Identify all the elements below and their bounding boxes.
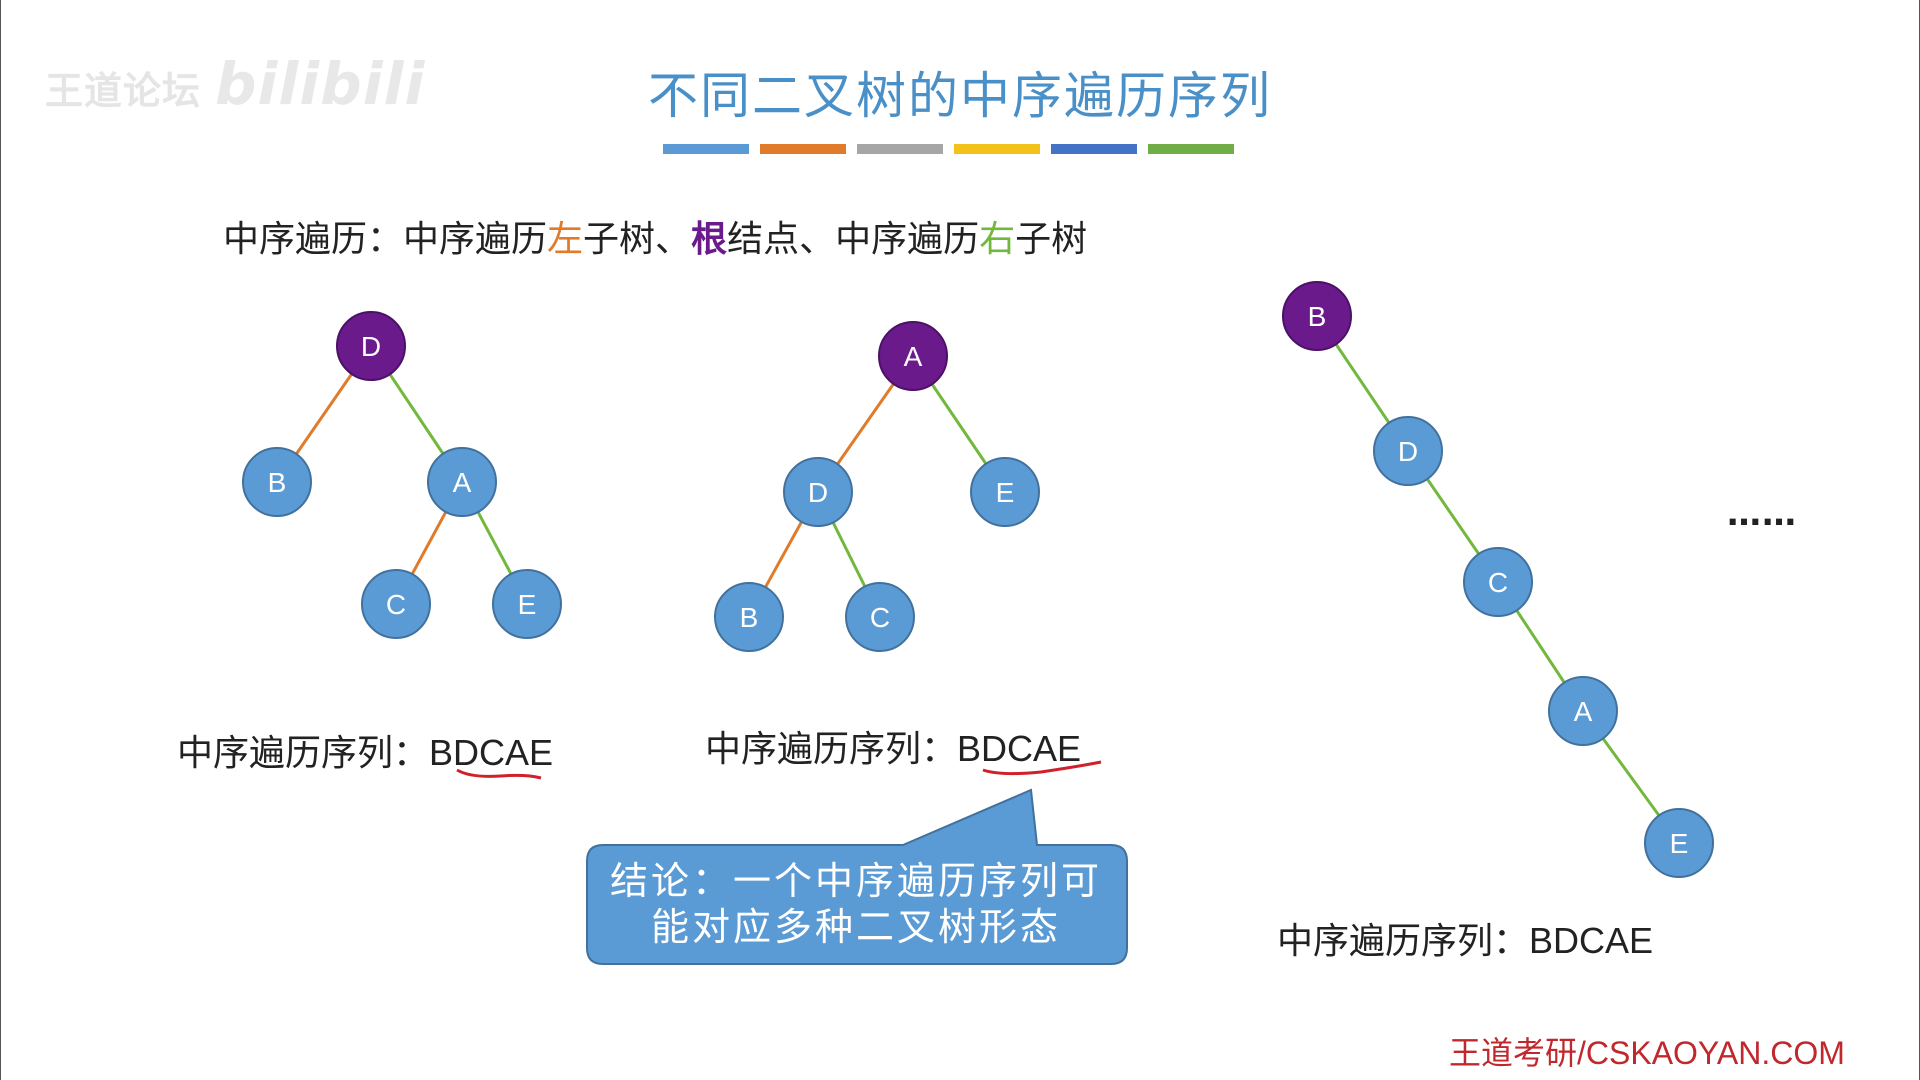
root-node-circle	[336, 311, 406, 381]
sequence-label: 中序遍历序列：	[177, 733, 430, 774]
sequence-tree-1: 中序遍历序列：BDCAE	[177, 724, 553, 776]
tree-node: D	[1373, 416, 1443, 486]
color-bar-segment	[857, 144, 943, 154]
color-bar-segment	[1051, 144, 1137, 154]
node-label: D	[361, 331, 381, 362]
root-node-circle	[1282, 281, 1352, 351]
tree-node: D	[336, 311, 406, 381]
node-label: B	[1308, 301, 1327, 332]
node-label: C	[386, 589, 406, 620]
node-label: B	[268, 467, 287, 498]
watermark-brand: bilibili	[215, 50, 426, 118]
node-label: E	[996, 477, 1015, 508]
tree-node: D	[783, 457, 853, 527]
tree-node: E	[1644, 808, 1714, 878]
node-label: A	[904, 341, 923, 372]
tree-node: E	[492, 569, 562, 639]
color-bar-segment	[663, 144, 749, 154]
slide-title: 不同二叉树的中序遍历序列	[648, 67, 1272, 125]
tree-node: C	[1463, 547, 1533, 617]
rule-part2: 子树、	[583, 219, 692, 260]
tree-node: A	[427, 447, 497, 517]
sequence-tree-3: 中序遍历序列：BDCAE	[1277, 912, 1653, 964]
sequence-value: BDCAE	[1529, 920, 1654, 961]
rule-left: 左	[547, 219, 584, 260]
node-label: A	[453, 467, 472, 498]
node-label: D	[1398, 436, 1418, 467]
tree-node: A	[1548, 676, 1618, 746]
sequence-value: BDCAE	[957, 728, 1082, 769]
node-circle	[427, 447, 497, 517]
node-circle	[1463, 547, 1533, 617]
sequence-label: 中序遍历序列：	[705, 729, 958, 770]
rule-part4: 子树	[1015, 219, 1088, 260]
node-circle	[242, 447, 312, 517]
node-circle	[783, 457, 853, 527]
node-circle	[492, 569, 562, 639]
node-label: D	[808, 477, 828, 508]
node-label: C	[1488, 567, 1508, 598]
node-circle	[361, 569, 431, 639]
tree-node: A	[878, 321, 948, 391]
tree-node: C	[845, 582, 915, 652]
node-circle	[1548, 676, 1618, 746]
node-circle	[1644, 808, 1714, 878]
node-circle	[1373, 416, 1443, 486]
footer-brand: 王道考研/CSKAOYAN.COM	[1449, 1035, 1845, 1071]
watermark-text: 王道论坛	[45, 69, 202, 113]
watermark: 王道论坛 bilibili	[45, 50, 425, 118]
tree-node: B	[1282, 281, 1352, 351]
tree-node: C	[361, 569, 431, 639]
tree-node: E	[970, 457, 1040, 527]
color-bar-segment	[954, 144, 1040, 154]
root-node-circle	[878, 321, 948, 391]
rule-prefix: 中序遍历：中序遍历	[223, 219, 548, 260]
conclusion-callout: 结论：一个中序遍历序列可 能对应多种二叉树形态	[591, 858, 1121, 950]
node-label: B	[740, 602, 759, 633]
node-circle	[970, 457, 1040, 527]
node-circle	[714, 582, 784, 652]
callout-line-2: 能对应多种二叉树形态	[650, 905, 1061, 949]
sequence-label: 中序遍历序列：	[1277, 921, 1530, 962]
node-label: E	[518, 589, 537, 620]
color-bar-segment	[1148, 144, 1234, 154]
inorder-rule: 中序遍历：中序遍历左子树、根结点、中序遍历右子树	[223, 210, 1087, 262]
rule-part3: 结点、中序遍历	[727, 219, 980, 260]
color-bar-segment	[760, 144, 846, 154]
callout-bubble	[586, 788, 1128, 965]
underline-tree-1	[456, 768, 542, 780]
sequence-value: BDCAE	[429, 732, 554, 773]
node-circle	[845, 582, 915, 652]
sequence-tree-2: 中序遍历序列：BDCAE	[705, 720, 1081, 772]
tree-node: B	[242, 447, 312, 517]
node-label: E	[1670, 828, 1689, 859]
node-label: C	[870, 602, 890, 633]
tree-node: B	[714, 582, 784, 652]
rule-root: 根	[691, 218, 728, 260]
ellipsis: ……	[1727, 494, 1797, 534]
underline-tree-2	[982, 760, 1102, 776]
node-label: A	[1574, 696, 1593, 727]
rule-right: 右	[979, 219, 1016, 260]
callout-line-1: 结论：一个中序遍历序列可	[609, 859, 1102, 903]
